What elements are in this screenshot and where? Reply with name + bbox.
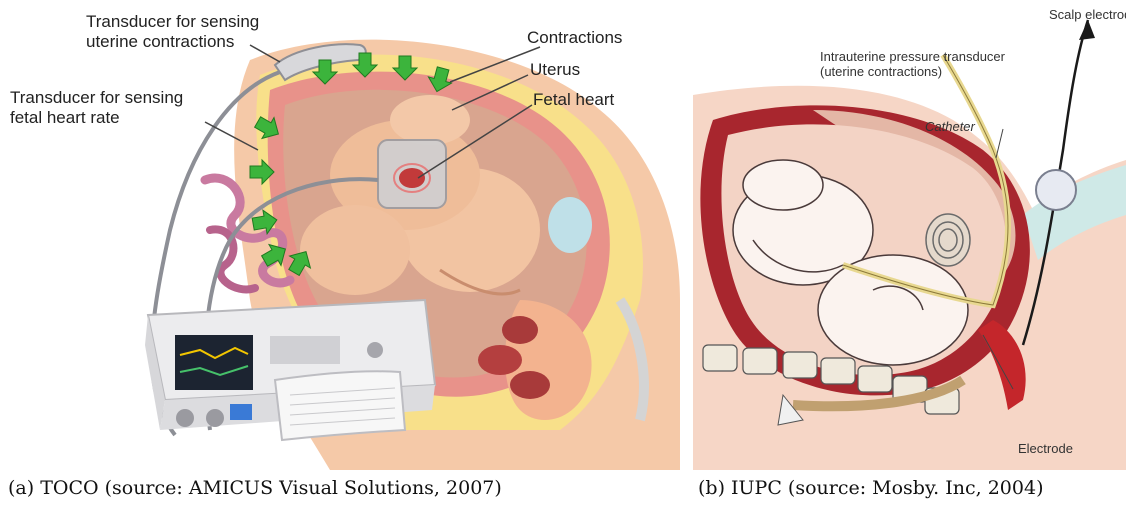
label-transducer-fhr: Transducer for sensing fetal heart rate	[10, 88, 183, 127]
label-intrauterine-pressure-transducer: Intrauterine pressure transducer (uterin…	[820, 50, 1005, 80]
label-contractions: Contractions	[527, 28, 622, 48]
vertebra	[858, 366, 892, 392]
label-transducer-fhr-line1: Transducer for sensing	[10, 88, 183, 108]
label-iupt-line1: Intrauterine pressure transducer	[820, 50, 1005, 65]
iupc-illustration-panel: Scalp electrode Intrauterine pressure tr…	[693, 0, 1126, 470]
label-transducer-fhr-line2: fetal heart rate	[10, 108, 183, 128]
vertebra	[743, 348, 777, 374]
toco-illustration-panel: Transducer for sensing uterine contracti…	[0, 0, 680, 470]
label-transducer-contractions-line1: Transducer for sensing	[86, 12, 259, 32]
label-fetal-heart: Fetal heart	[533, 90, 614, 110]
label-uterus: Uterus	[530, 60, 580, 80]
label-transducer-contractions-line2: uterine contractions	[86, 32, 259, 52]
vertebra	[783, 352, 817, 378]
label-electrode: Electrode	[1018, 442, 1073, 457]
caption-toco: (a) TOCO (source: AMICUS Visual Solution…	[8, 477, 502, 499]
monitor-screen	[175, 335, 253, 390]
fetal-monitor-device	[145, 300, 435, 440]
caption-iupc: (b) IUPC (source: Mosby. Inc, 2004)	[698, 477, 1043, 499]
paper-printout	[275, 371, 405, 440]
vertebra	[703, 345, 737, 371]
electrode-disk	[1036, 170, 1076, 210]
label-scalp-electrode: Scalp electrode	[1049, 8, 1126, 23]
placenta-coil	[926, 214, 970, 266]
label-catheter: Catheter	[925, 120, 975, 135]
label-iupt-line2: (uterine contractions)	[820, 65, 1005, 80]
fetal-heart-transducer	[378, 140, 446, 208]
vertebra	[821, 358, 855, 384]
label-transducer-contractions: Transducer for sensing uterine contracti…	[86, 12, 259, 51]
